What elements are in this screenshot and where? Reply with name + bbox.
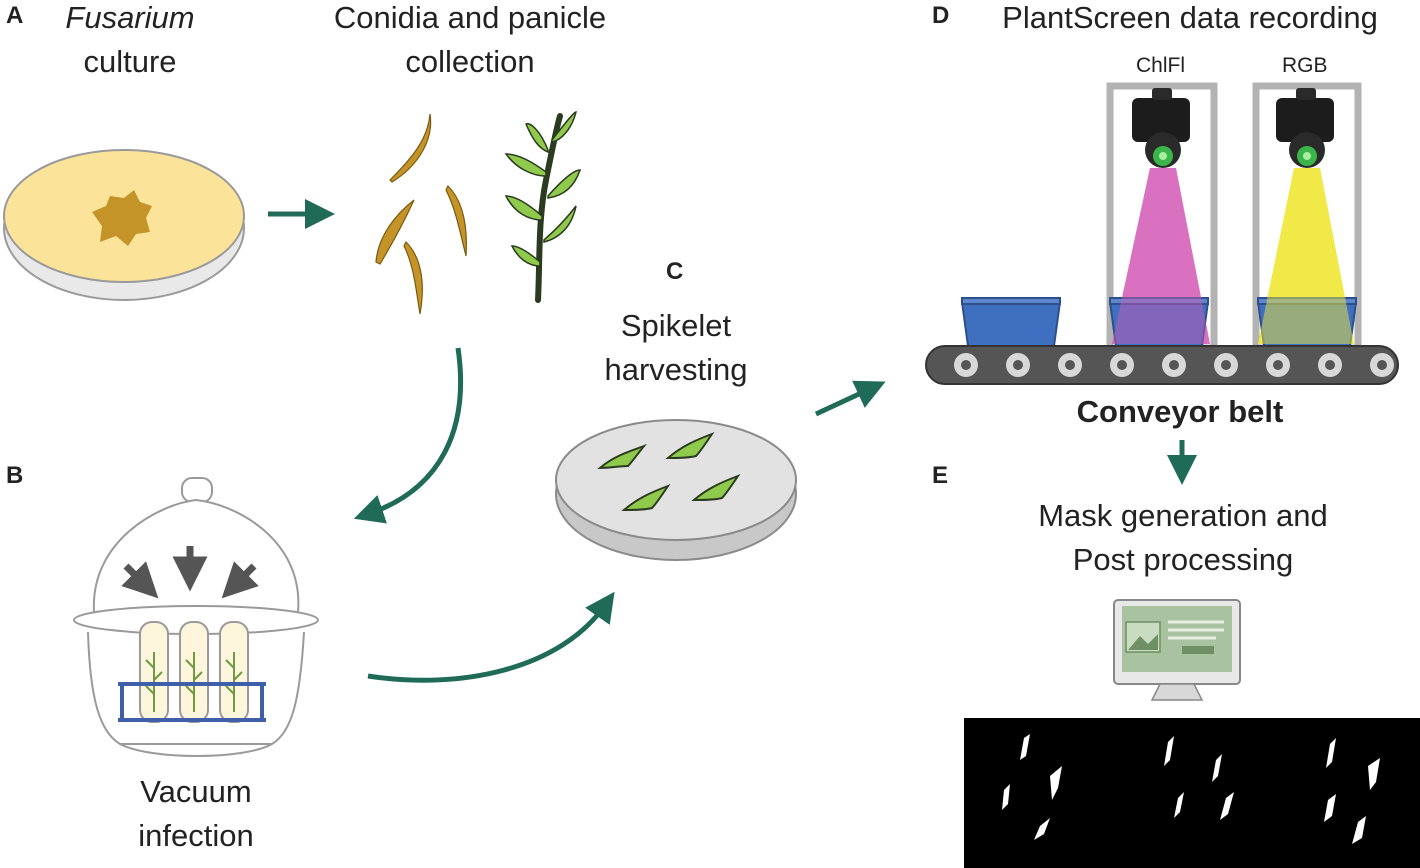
panel-b-letter: B: [6, 462, 24, 489]
panel-c-title-line1: Spikelet: [620, 308, 732, 343]
petri-dish-spikelets: [555, 419, 797, 561]
panel-a-title-rest: culture: [83, 44, 177, 79]
petri-dish-culture: [3, 149, 245, 301]
vacuum-arrows: [121, 546, 259, 599]
camera-chlfl-label: ChlFl: [1136, 54, 1186, 77]
camera-chlfl: [1132, 88, 1190, 168]
panel-a-letter: A: [6, 2, 24, 29]
panel-d-title: PlantScreen data recording: [1002, 0, 1378, 35]
arrow-conidia-to-b: [353, 347, 464, 524]
conidia-title-line1: Conidia and panicle: [333, 0, 607, 35]
computer-monitor: [1113, 599, 1241, 701]
panel-d-letter: D: [932, 2, 950, 29]
panel-e-title-line1: Mask generation and: [1038, 498, 1328, 533]
conveyor-belt: [925, 345, 1399, 385]
panel-c-letter: C: [666, 258, 684, 285]
panel-c-title: Spikelet harvesting: [576, 304, 776, 392]
conidia-title: Conidia and panicle collection: [290, 0, 650, 84]
panel-b-title-line1: Vacuum: [140, 774, 252, 809]
mask-output-image: [964, 718, 1420, 868]
panel-a-title: Fusarium culture: [40, 0, 220, 84]
conveyor-belt-label: Conveyor belt: [1076, 394, 1284, 429]
panicle: [504, 111, 582, 303]
camera-rgb: [1276, 88, 1334, 168]
panel-c-title-line2: harvesting: [604, 352, 748, 387]
test-tubes: [118, 621, 266, 723]
panel-b-title-line2: infection: [138, 818, 254, 853]
panel-e-title-line2: Post processing: [1072, 542, 1294, 577]
panel-e-letter: E: [932, 462, 949, 489]
arrow-c-to-d: [814, 380, 886, 417]
conidia-spores: [375, 113, 467, 315]
fungus-colony: [92, 190, 152, 246]
arrow-b-to-c: [367, 591, 615, 683]
panel-a-title-italic: Fusarium: [65, 0, 195, 35]
panel-e-title: Mask generation and Post processing: [1000, 494, 1366, 582]
camera-rgb-label: RGB: [1282, 54, 1328, 77]
panel-b-title: Vacuum infection: [96, 770, 296, 858]
conidia-title-line2: collection: [405, 44, 535, 79]
